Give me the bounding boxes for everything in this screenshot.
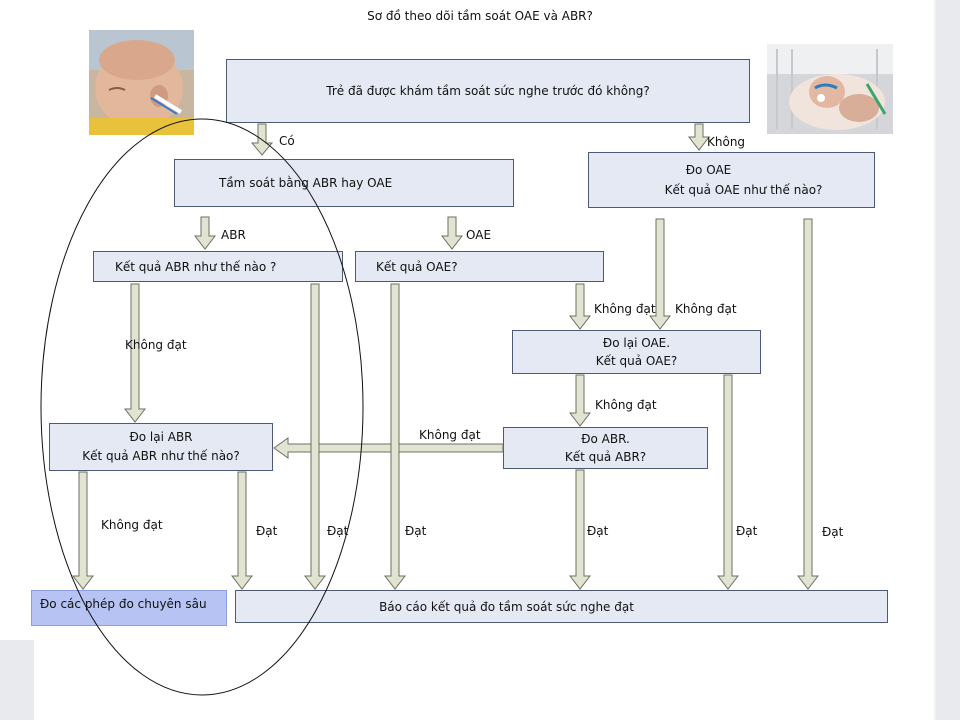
abr-result-box: Kết quả ABR như thế nào ? [93,251,343,282]
edge-label-yes: Có [279,134,295,148]
measure-oae-question: Kết quả OAE như thế nào? [664,183,823,197]
oae-result-box: Kết quả OAE? [355,251,604,282]
abr-result-text: Kết quả ABR như thế nào ? [115,259,277,274]
edge-label-pass-remeasure-oae: Đạt [736,524,758,538]
deep-tests-box: Đo các phép đo chuyên sâu [31,590,227,626]
measure-abr-box: Đo ABR. Kết quả ABR? [503,427,708,469]
arrow-remeasure-oae-fail [568,374,592,427]
edge-label-pass-oae-result: Đạt [405,524,427,538]
edge-label-pass-abr-result: Đạt [327,524,349,538]
diagram-title: Sơ đồ theo dõi tầm soát OAE và ABR? [367,9,593,23]
edge-label-pass-remeasure-abr: Đạt [256,524,278,538]
arrow-abr-result-fail [123,283,147,423]
screen-abr-or-oae-box: Tầm soát bằng ABR hay OAE [174,159,514,207]
measure-oae-box: Đo OAE Kết quả OAE như thế nào? [588,152,875,208]
screen-abr-or-oae-text: Tầm soát bằng ABR hay OAE [219,176,393,190]
arrow-measure-oae-pass [796,218,820,590]
question-screened-before-box: Trẻ đã được khám tầm soát sức nghe trước… [226,59,750,123]
newborn-ear-probe-photo [89,30,194,135]
newborn-incubator-photo [767,44,893,134]
report-pass-box: Báo cáo kết quả đo tầm soát sức nghe đạt [235,590,888,623]
edge-label-no: Không [707,135,746,149]
edge-label-fail-abr-result: Không đạt [125,338,187,352]
remeasure-oae-title: Đo lại OAE. [602,336,671,350]
remeasure-oae-box: Đo lại OAE. Kết quả OAE? [512,330,761,374]
deep-tests-text: Đo các phép đo chuyên sâu [40,597,207,611]
arrow-oae-result-pass [383,283,407,590]
report-pass-text: Báo cáo kết quả đo tầm soát sức nghe đạt [379,599,634,614]
measure-abr-question: Kết quả ABR? [564,450,647,464]
remeasure-oae-question: Kết quả OAE? [595,354,678,368]
arrow-no [687,123,711,151]
arrow-measure-abr-fail [273,437,504,459]
edge-label-fail-remeasure-oae: Không đạt [595,398,657,412]
arrow-remeasure-abr-pass [230,471,254,590]
arrow-measure-oae-fail [648,218,672,330]
edge-label-oae: OAE [466,228,492,242]
remeasure-abr-box: Đo lại ABR Kết quả ABR như thế nào? [49,423,273,471]
highlight-ellipse [40,118,364,696]
edge-label-pass-measure-abr: Đạt [587,524,609,538]
arrow-abr-result-pass [303,283,327,590]
edge-label-pass-measure-oae: Đạt [822,525,844,539]
question-screened-before-text: Trẻ đã được khám tầm soát sức nghe trước… [326,84,650,98]
arrow-remeasure-oae-pass [716,374,740,590]
arrow-oae-result-fail [568,283,592,330]
measure-abr-title: Đo ABR. [581,432,630,446]
oae-result-text: Kết quả OAE? [376,259,458,274]
remeasure-abr-title: Đo lại ABR [129,430,193,444]
edge-label-fail-measure-oae: Không đạt [675,302,737,316]
arrow-remeasure-abr-fail-deep [71,471,95,590]
measure-oae-title: Đo OAE [685,163,732,177]
edge-label-abr: ABR [221,228,246,242]
remeasure-abr-question: Kết quả ABR như thế nào? [82,449,240,463]
edge-label-fail-measure-abr: Không đạt [419,428,481,442]
arrow-oae [440,216,464,250]
arrow-abr [193,216,217,250]
edge-label-fail-remeasure-abr: Không đạt [101,518,163,532]
edge-label-fail-oae-result: Không đạt [594,302,656,316]
arrow-measure-abr-pass [568,469,592,590]
